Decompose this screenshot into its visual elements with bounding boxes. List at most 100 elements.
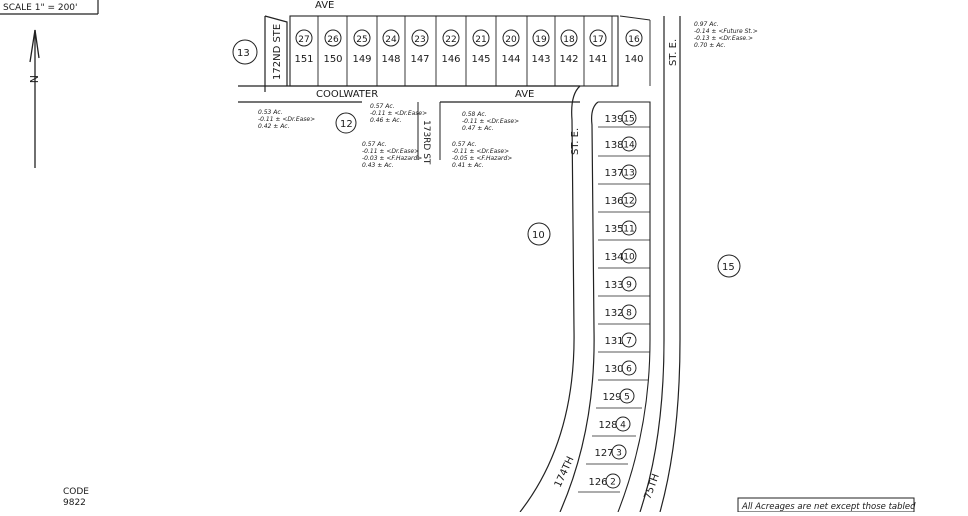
lot-circle-label: 10: [623, 253, 635, 263]
lot-circle-26: [324, 29, 342, 47]
lot-number-147: 147: [410, 54, 429, 65]
lot-circle-label: 2: [610, 478, 616, 488]
annotation-line: 0.41 ± Ac.: [452, 162, 484, 169]
lot-number-146: 146: [441, 54, 460, 65]
annotation-line: 0.58 Ac.: [462, 111, 487, 118]
lot-circle-label: 7: [626, 337, 632, 347]
annotation-line: 0.57 Ac.: [362, 141, 387, 148]
lot-number-135: 135: [604, 224, 623, 235]
lot-circle-label: 15: [623, 115, 634, 125]
annotation-line: 0.57 Ac.: [370, 103, 395, 110]
lot-number-149: 149: [352, 54, 371, 65]
code-value: 9822: [63, 498, 86, 508]
lot-circle-23: [411, 29, 429, 47]
lot-circle-label: 6: [626, 365, 632, 375]
lot-number-138: 138: [604, 140, 623, 151]
lot-circle-24: [382, 29, 400, 47]
lot-circle-21: [472, 29, 490, 47]
annotation-line: 0.46 ± Ac.: [370, 117, 402, 124]
coolwater-ave-road: [238, 85, 580, 103]
annotation-line: 0.43 ± Ac.: [362, 162, 394, 169]
code-label: CODE: [63, 487, 89, 497]
annotation-line: -0.11 ± <Dr.Ease>: [462, 118, 519, 125]
lot-circle-8: [621, 304, 637, 320]
lot-circle-16: [625, 29, 643, 47]
street-75th-road: [639, 16, 681, 513]
lot-circle-label: 16: [628, 35, 640, 45]
street-coolwater: COOLWATER: [316, 89, 378, 100]
block-13: 13: [237, 48, 250, 59]
lot-circle-label: 23: [414, 35, 425, 45]
annotation-line: 0.70 ± Ac.: [694, 42, 726, 49]
annotation-line: -0.11 ± <Dr.Ease>: [452, 148, 509, 155]
lot-circle-20: [502, 29, 520, 47]
lot-circle-4: [615, 416, 631, 432]
block-15: 15: [722, 262, 735, 273]
lot-number-142: 142: [559, 54, 578, 65]
lot-number-143: 143: [531, 54, 550, 65]
block-12: 12: [340, 119, 353, 130]
annotation-line: -0.13 ± <Dr.Ease.>: [694, 35, 753, 42]
street-st-e-right: ST. E.: [668, 39, 679, 66]
annotation-line: 0.97 Ac.: [694, 21, 719, 28]
lot-circle-19: [532, 29, 550, 47]
lot-circle-11: [621, 220, 637, 236]
street-173rd: 173RD ST: [421, 120, 431, 165]
street-174th-curve: [519, 85, 599, 513]
annotation-line: -0.03 ± <F.Hazard>: [362, 155, 422, 162]
lot-number-151: 151: [294, 54, 313, 65]
lot-circle-10: [621, 248, 637, 264]
lot-number-150: 150: [323, 54, 342, 65]
lot-number-144: 144: [501, 54, 520, 65]
acreage-annotations: 0.53 Ac.-0.11 ± <Dr.Ease>0.42 ± Ac.0.57 …: [258, 21, 758, 169]
annotation-line: 0.42 ± Ac.: [258, 123, 290, 130]
lot-circle-9: [621, 276, 637, 292]
north-label: N: [27, 75, 40, 83]
annotation-line: 0.57 Ac.: [452, 141, 477, 148]
lot-circle-label: 24: [385, 35, 397, 45]
lot-number-130: 130: [604, 364, 623, 375]
annotation-line: -0.11 ± <Dr.Ease>: [258, 116, 315, 123]
scale-box: SCALE 1" = 200': [0, 0, 99, 15]
annotation-line: -0.05 ± <F.Hazard>: [452, 155, 512, 162]
street-75th: 75TH: [642, 472, 661, 501]
lot-circle-27: [295, 29, 313, 47]
lot-circle-18: [560, 29, 578, 47]
lot-circle-14: [621, 136, 637, 152]
lot-circle-label: 13: [623, 169, 634, 179]
lot-circle-label: 26: [327, 35, 339, 45]
top-lot-block: [289, 15, 651, 87]
acreage-note: All Acreages are net except those tabled: [741, 502, 916, 512]
lot-circle-label: 8: [626, 309, 632, 319]
lot-circle-label: 11: [623, 225, 634, 235]
lot-circle-label: 9: [626, 281, 632, 291]
street-coolwater-ave: AVE: [515, 89, 534, 100]
street-st-e-left: ST. E.: [570, 128, 581, 155]
lot-number-145: 145: [471, 54, 490, 65]
lot-circle-6: [621, 360, 637, 376]
lot-circle-12: [621, 192, 637, 208]
lot-circle-22: [442, 29, 460, 47]
lot-circle-label: 17: [592, 35, 603, 45]
lot-circle-label: 14: [623, 141, 635, 151]
lot-circle-label: 25: [356, 35, 367, 45]
lot-circle-label: 3: [616, 449, 622, 459]
lot-number-128: 128: [598, 420, 617, 431]
lot-circle-label: 22: [445, 35, 456, 45]
annotation-line: -0.11 ± <Dr.Ease>: [362, 148, 419, 155]
lot-number-133: 133: [604, 280, 623, 291]
lot-circle-5: [619, 388, 635, 404]
block-10: 10: [532, 230, 545, 241]
lot-circle-13: [621, 164, 637, 180]
lot-number-136: 136: [604, 196, 623, 207]
lot-number-141: 141: [588, 54, 607, 65]
annotation-line: -0.11 ± <Dr.Ease>: [370, 110, 427, 117]
lot-circle-label: 4: [620, 421, 626, 431]
lot-number-134: 134: [604, 252, 623, 263]
scale-label: SCALE 1" = 200': [3, 3, 78, 13]
lot-circle-15: [621, 110, 637, 126]
lot-circle-2: [605, 473, 621, 489]
annotation-line: 0.53 Ac.: [258, 109, 283, 116]
lot-circle-25: [353, 29, 371, 47]
